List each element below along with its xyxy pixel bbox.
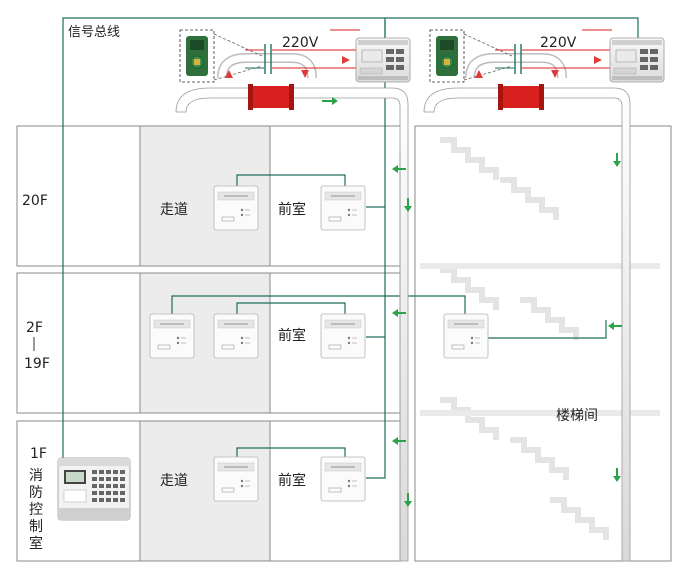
damper-controller-left	[355, 37, 411, 83]
capacitor-right	[514, 44, 522, 74]
wall-panel	[213, 185, 259, 231]
stair-pattern	[420, 140, 660, 540]
floor-label-20f: 20F	[22, 193, 48, 209]
wall-panel	[320, 456, 366, 502]
fire-damper-right	[498, 84, 544, 110]
fire-control-room-label: 消 防 控 制 室	[29, 468, 43, 552]
wall-panel	[443, 313, 489, 359]
fire-control-panel	[57, 457, 131, 521]
signal-bus	[62, 17, 639, 479]
antechamber-label-1f: 前室	[278, 472, 306, 489]
antechamber-label-20f: 前室	[278, 201, 306, 218]
power-label-right: 220V	[540, 35, 577, 51]
svg-text:控: 控	[29, 502, 43, 518]
power-label-left: 220V	[282, 35, 319, 51]
svg-text:制: 制	[29, 519, 43, 535]
power-wiring-left	[245, 29, 360, 69]
svg-text:防: 防	[29, 485, 43, 501]
flow-arrows	[322, 97, 622, 507]
power-arrows	[225, 56, 602, 78]
wall-panel	[149, 313, 195, 359]
bus-label: 信号总线	[68, 25, 120, 40]
stairwell-label: 楼梯间	[556, 408, 598, 424]
svg-text:消: 消	[29, 468, 43, 484]
svg-text:室: 室	[29, 535, 43, 552]
corridor-label-20f: 走道	[160, 202, 188, 218]
floor-label-19f: 19F	[24, 356, 50, 372]
floor-label-1f: 1F	[30, 446, 47, 462]
power-wiring-right	[495, 29, 612, 69]
wall-panel	[320, 185, 366, 231]
damper-controller-right	[609, 37, 665, 83]
wall-panel	[320, 313, 366, 359]
capacitor-left	[264, 44, 272, 74]
antechamber-label-mid: 前室	[278, 327, 306, 344]
wall-panel	[213, 313, 259, 359]
floor-label-2f: 2F	[26, 320, 43, 336]
wall-panel	[213, 456, 259, 502]
fire-damper-left	[248, 84, 294, 110]
corridor-label-1f: 走道	[160, 473, 188, 489]
